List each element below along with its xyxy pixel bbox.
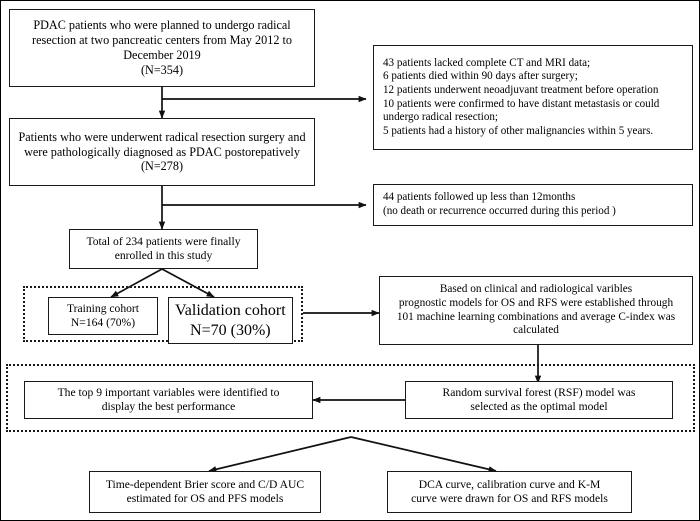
node-dca-km: DCA curve, calibration curve and K-M cur…	[387, 471, 632, 513]
node-validation-cohort: Validation cohort N=70 (30%)	[168, 297, 293, 345]
node-rsf-model: Random survival forest (RSF) model was s…	[405, 381, 673, 419]
node-brier-auc-text: Time-dependent Brier score and C/D AUC e…	[105, 477, 305, 505]
node-top-variables: The top 9 important variables were ident…	[24, 381, 313, 419]
node-exclusion-one-text: 43 patients lacked complete CT and MRI d…	[383, 56, 660, 137]
model-selection-group	[6, 364, 695, 432]
node-validation-cohort-text: Validation cohort N=70 (30%)	[175, 302, 286, 339]
node-final-enrolled: Total of 234 patients were finally enrol…	[69, 229, 258, 269]
node-exclusion-two-text: 44 patients followed up less than 12mont…	[383, 191, 616, 217]
node-exclusion-one: 43 patients lacked complete CT and MRI d…	[373, 45, 693, 150]
node-enrollment-source-text: PDAC patients who were planned to underg…	[32, 18, 292, 77]
node-model-building: Based on clinical and radiological varib…	[379, 276, 693, 345]
node-dca-km-text: DCA curve, calibration curve and K-M cur…	[411, 477, 608, 505]
node-rsf-model-text: Random survival forest (RSF) model was s…	[442, 385, 636, 413]
node-exclusion-two: 44 patients followed up less than 12mont…	[373, 184, 693, 226]
node-brier-auc: Time-dependent Brier score and C/D AUC e…	[89, 471, 321, 513]
node-post-resection: Patients who were underwent radical rese…	[9, 118, 315, 186]
node-enrollment-source: PDAC patients who were planned to underg…	[9, 9, 315, 87]
node-final-enrolled-text: Total of 234 patients were finally enrol…	[86, 234, 241, 262]
node-model-building-text: Based on clinical and radiological varib…	[396, 282, 676, 337]
connector-junction-to-brier	[208, 436, 352, 473]
connector-junction-to-dca	[350, 436, 497, 473]
node-post-resection-text: Patients who were underwent radical rese…	[18, 129, 306, 174]
node-training-cohort-text: Training cohort N=164 (70%)	[66, 301, 140, 329]
node-top-variables-text: The top 9 important variables were ident…	[57, 385, 280, 413]
node-training-cohort: Training cohort N=164 (70%)	[48, 297, 158, 335]
